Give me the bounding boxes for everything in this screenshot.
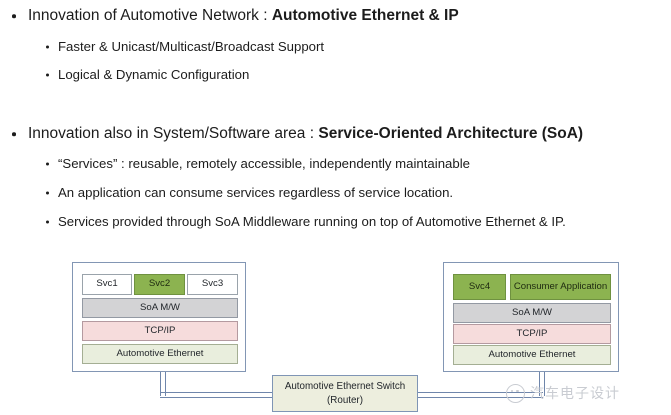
bullet-dot-icon — [46, 191, 49, 195]
bullet-text-plain: Faster & Unicast/Multicast/Broadcast Sup… — [58, 39, 325, 55]
service-box-svc3[interactable]: Svc3 — [187, 274, 238, 295]
bullet-text-plain: Innovation also in System/Software area … — [28, 125, 319, 143]
bullet-text-plain: Logical & Dynamic Configuration — [58, 67, 250, 83]
service-box-svc4[interactable]: Svc4 — [453, 274, 506, 300]
layer-box-automotive-ethernet[interactable]: Automotive Ethernet — [82, 344, 238, 364]
layer-box-tcpip[interactable]: TCP/IP — [82, 321, 238, 341]
bullet-text-bold: Service-Oriented Architecture (SoA) — [318, 125, 584, 143]
bullet-dot-icon — [46, 220, 49, 224]
layer-box-automotive-ethernet[interactable]: Automotive Ethernet — [453, 345, 611, 365]
watermark: 汽车电子设计 — [506, 383, 620, 403]
layer-box-tcpip[interactable]: TCP/IP — [453, 324, 611, 344]
bullet-text-plain: Innovation of Automotive Network : — [28, 7, 272, 25]
bullet-row-6: An application can consume services rega… — [0, 184, 671, 202]
right-ecu-node: Svc4 Consumer Application SoA M/W TCP/IP… — [443, 262, 619, 372]
service-box-svc2[interactable]: Svc2 — [134, 274, 185, 295]
bullet-row-5: “Services” : reusable, remotely accessib… — [0, 155, 671, 173]
bullet-text-bold: Automotive Ethernet & IP — [271, 7, 459, 25]
bullet-dot-icon — [12, 132, 16, 136]
left-ecu-node: Svc1 Svc2 Svc3 SoA M/W TCP/IP Automotive… — [72, 262, 246, 372]
bullet-dot-icon — [12, 14, 16, 18]
bullet-dot-icon — [46, 162, 49, 166]
bullet-dot-icon — [46, 45, 49, 49]
bullet-row-4: Innovation also in System/Software area … — [0, 125, 671, 143]
switch-label-line1: Automotive Ethernet Switch — [284, 381, 406, 393]
bullet-row-2: Faster & Unicast/Multicast/Broadcast Sup… — [0, 38, 671, 56]
connector-right-vertical — [539, 372, 545, 396]
bullet-row-1: Innovation of Automotive Network : Autom… — [0, 7, 671, 25]
switch-label-line2: (Router) — [327, 394, 363, 406]
bullet-level2: Faster & Unicast/Multicast/Broadcast Sup… — [0, 40, 324, 53]
bullet-text-plain: An application can consume services rega… — [58, 185, 454, 201]
watermark-text: 汽车电子设计 — [530, 386, 620, 402]
bullet-level1: Innovation of Automotive Network : Autom… — [0, 8, 459, 24]
wechat-icon — [506, 383, 525, 403]
layer-box-soa-middleware[interactable]: SoA M/W — [453, 303, 611, 323]
bullet-level2: An application can consume services rega… — [0, 186, 453, 199]
connector-left-horizontal — [160, 392, 275, 398]
bullet-row-3: Logical & Dynamic Configuration — [0, 66, 671, 84]
automotive-ethernet-switch-box[interactable]: Automotive Ethernet Switch (Router) — [272, 375, 418, 412]
bullet-dot-icon — [46, 73, 49, 77]
service-box-svc1[interactable]: Svc1 — [82, 274, 132, 295]
bullet-level2: “Services” : reusable, remotely accessib… — [0, 157, 470, 170]
bullet-level1: Innovation also in System/Software area … — [0, 126, 583, 142]
connector-right-horizontal — [415, 392, 543, 398]
bullet-level2: Logical & Dynamic Configuration — [0, 68, 249, 81]
connector-left-vertical — [160, 372, 166, 396]
bullet-level2: Services provided through SoA Middleware… — [0, 215, 566, 228]
service-box-consumer-application[interactable]: Consumer Application — [510, 274, 611, 300]
bullet-text-plain: Services provided through SoA Middleware… — [58, 214, 566, 230]
layer-box-soa-middleware[interactable]: SoA M/W — [82, 298, 238, 318]
bullet-row-7: Services provided through SoA Middleware… — [0, 213, 671, 231]
bullet-text-plain: “Services” : reusable, remotely accessib… — [58, 156, 470, 172]
